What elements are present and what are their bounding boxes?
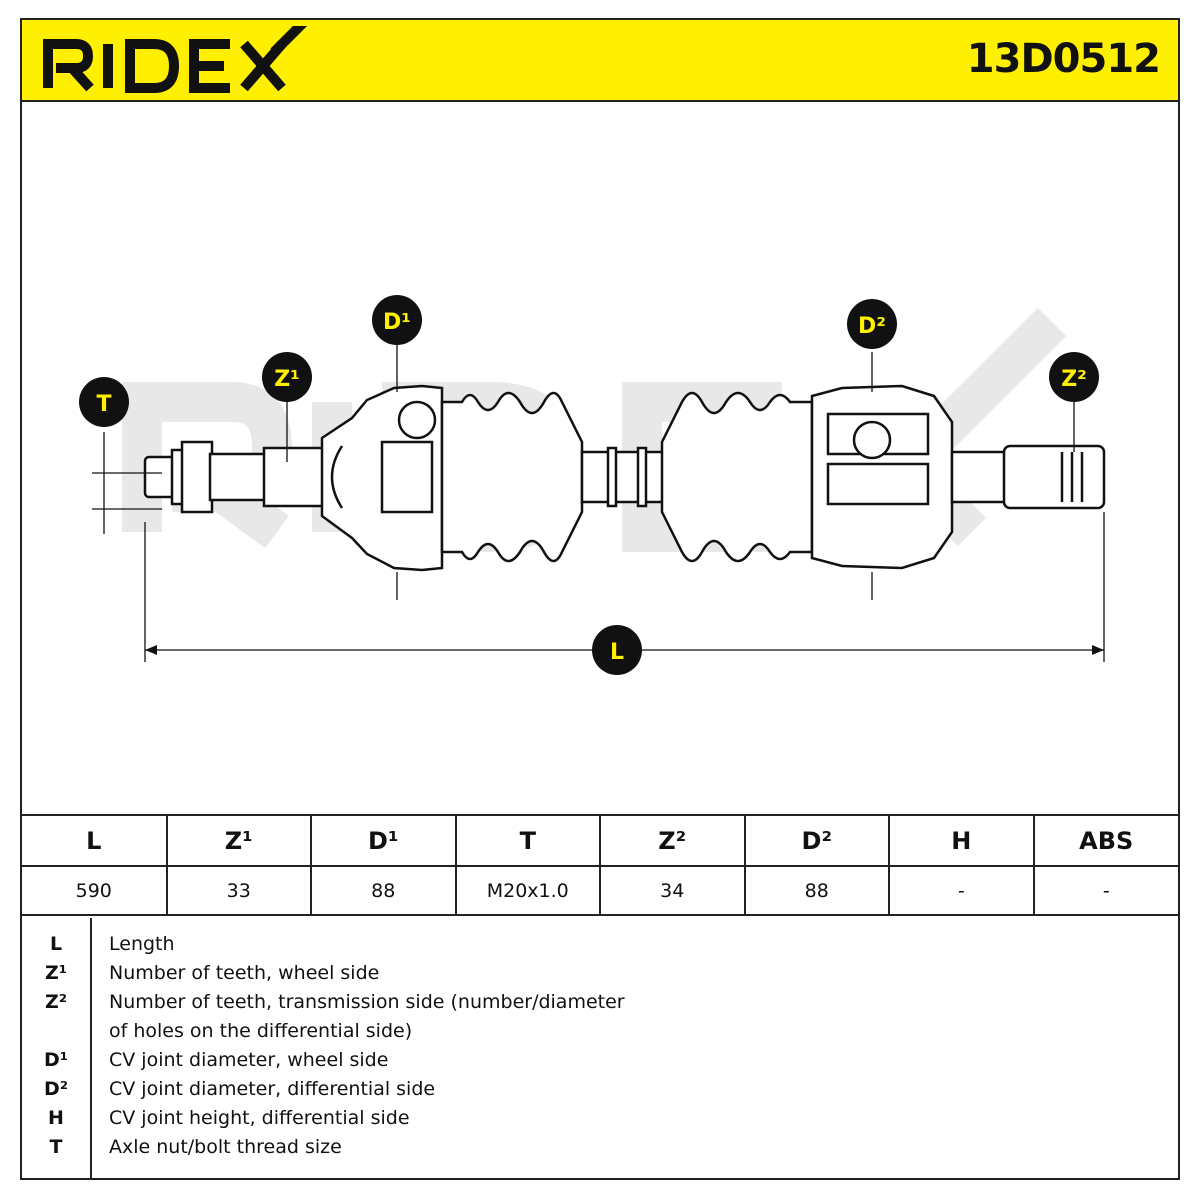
part-number: 13D0512 <box>966 36 1161 82</box>
marker-Z2: Z² <box>1049 352 1099 402</box>
svg-text:T: T <box>96 392 111 417</box>
legend-item: T Axle nut/bolt thread size <box>22 1133 1178 1162</box>
marker-T: T <box>79 377 129 427</box>
legend-description: Axle nut/bolt thread size <box>109 1136 342 1158</box>
legend-item: L Length <box>22 930 1178 959</box>
spec-table: L Z¹ D¹ T Z² D² H ABS 590 33 88 M20x1.0 … <box>22 814 1178 916</box>
spec-header-cell: ABS <box>1033 815 1178 868</box>
header-bar: 13D0512 <box>22 20 1178 102</box>
spec-value-cell: 33 <box>166 866 312 915</box>
spec-header-cell: T <box>455 815 601 868</box>
legend: L Length Z¹ Number of teeth, wheel side … <box>22 918 1178 1180</box>
spec-value-row: 590 33 88 M20x1.0 34 88 - - <box>22 866 1178 915</box>
spec-value-cell: - <box>889 866 1035 915</box>
spec-value-cell: 590 <box>22 866 168 915</box>
legend-key: T <box>49 1136 63 1158</box>
svg-text:D²: D² <box>858 314 886 339</box>
legend-key: Z¹ <box>44 962 68 984</box>
legend-description: CV joint diameter, differential side <box>109 1078 436 1100</box>
legend-item: Z² Number of teeth, transmission side (n… <box>22 988 1178 1017</box>
datasheet: 13D0512 <box>20 18 1180 1180</box>
spec-value-cell: 88 <box>744 866 890 915</box>
spec-header-cell: D² <box>744 815 890 868</box>
legend-description: of holes on the differential side) <box>109 1020 413 1042</box>
driveshaft-outline <box>143 384 1106 572</box>
svg-text:Z¹: Z¹ <box>274 367 300 392</box>
legend-item: D² CV joint diameter, differential side <box>22 1075 1178 1104</box>
spec-header-cell: Z¹ <box>166 815 312 868</box>
legend-key: D² <box>43 1078 69 1100</box>
marker-Z1: Z¹ <box>262 352 312 402</box>
legend-description: Length <box>109 933 175 955</box>
legend-item: Z¹ Number of teeth, wheel side <box>22 959 1178 988</box>
spec-value-cell: 34 <box>600 866 746 915</box>
legend-key: D¹ <box>43 1049 69 1071</box>
spec-header-cell: Z² <box>600 815 746 868</box>
ridex-logo <box>43 26 308 93</box>
legend-key: L <box>49 933 63 955</box>
legend-divider <box>90 918 92 1180</box>
legend-description: CV joint diameter, wheel side <box>109 1049 389 1071</box>
legend-description: Number of teeth, wheel side <box>109 962 380 984</box>
legend-key: Z² <box>44 991 68 1013</box>
legend-item: H CV joint height, differential side <box>22 1104 1178 1133</box>
marker-D1: D¹ <box>372 295 422 345</box>
drawshaft-drawing: T Z¹ D¹ D² Z² L <box>22 102 1178 814</box>
spec-value-cell: - <box>1102 879 1110 902</box>
legend-item: of holes on the differential side) <box>22 1017 1178 1046</box>
legend-key: H <box>48 1107 64 1129</box>
spec-header-cell: D¹ <box>311 815 457 868</box>
spec-header-row: L Z¹ D¹ T Z² D² H ABS <box>22 815 1178 868</box>
legend-description: Number of teeth, transmission side (numb… <box>109 991 625 1013</box>
legend-description: CV joint height, differential side <box>109 1107 410 1129</box>
marker-D2: D² <box>847 299 897 349</box>
spec-value-cell: 88 <box>311 866 457 915</box>
spec-value-cell: M20x1.0 <box>455 866 601 915</box>
marker-L: L <box>592 625 642 675</box>
legend-item: D¹ CV joint diameter, wheel side <box>22 1046 1178 1075</box>
svg-text:L: L <box>610 640 624 665</box>
spec-header-cell: L <box>22 815 168 868</box>
svg-text:D¹: D¹ <box>383 310 411 335</box>
svg-text:Z²: Z² <box>1061 367 1087 392</box>
spec-header-cell: H <box>889 815 1035 868</box>
